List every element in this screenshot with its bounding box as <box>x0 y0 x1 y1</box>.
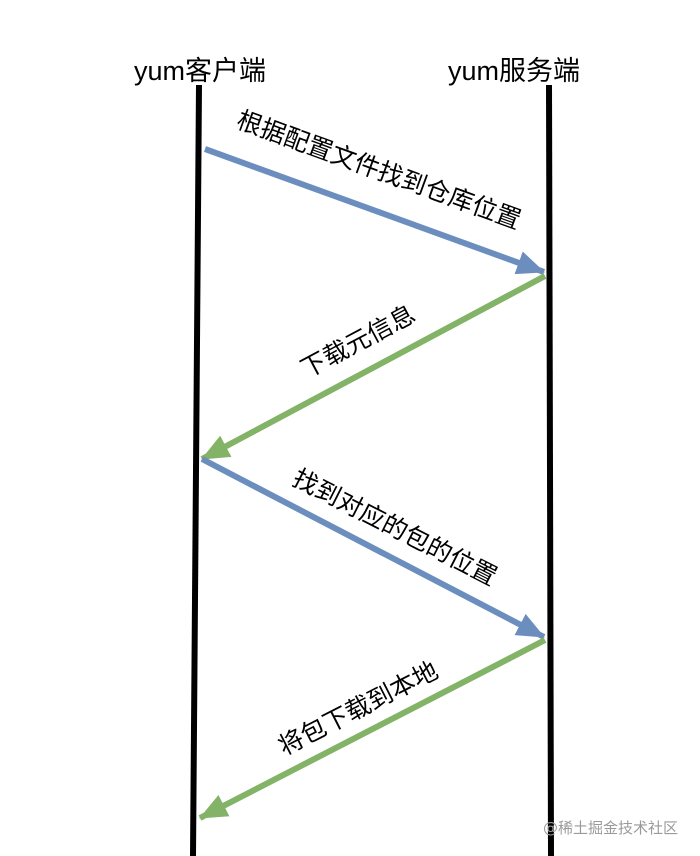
server-lifeline <box>546 84 554 856</box>
message-label-1: 根据配置文件找到仓库位置 <box>233 105 525 235</box>
message-arrow-2 <box>200 273 547 462</box>
server-label: yum服务端 <box>448 56 580 86</box>
client-lifeline <box>190 84 202 856</box>
message-arrow-3 <box>200 456 546 640</box>
client-label: yum客户端 <box>134 56 266 86</box>
message-arrow-4 <box>198 637 547 821</box>
message-label-3: 找到对应的包的位置 <box>288 463 502 591</box>
watermark-text: @稀土掘金技术社区 <box>542 819 678 837</box>
message-arrow-1 <box>203 146 546 275</box>
message-label-2: 下载元信息 <box>296 299 420 383</box>
